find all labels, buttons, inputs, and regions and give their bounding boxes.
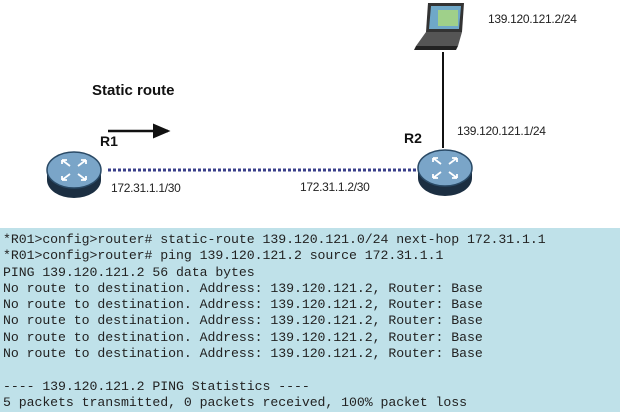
router-r1-name: R1: [100, 133, 118, 149]
terminal-line: [3, 362, 620, 378]
laptop-icon: [414, 3, 464, 50]
terminal-line: No route to destination. Address: 139.12…: [3, 313, 483, 329]
r2-ip-label: 172.31.1.2/30: [300, 180, 370, 194]
terminal-line: *R01>config>router# static-route 139.120…: [3, 232, 546, 247]
terminal-line: 5 packets transmitted, 0 packets receive…: [3, 394, 467, 410]
router-r1-icon: [46, 151, 102, 199]
static-route-label: Static route: [92, 82, 175, 99]
terminal-line: *R01>config>router# ping 139.120.121.2 s…: [3, 248, 444, 264]
r1-ip-label: 172.31.1.1/30: [111, 181, 181, 195]
r2-lan-ip-label: 139.120.121.1/24: [457, 124, 546, 138]
terminal-line: No route to destination. Address: 139.12…: [3, 329, 483, 345]
router-r2-name: R2: [404, 130, 422, 146]
host-ip-label: 139.120.121.2/24: [488, 12, 577, 26]
terminal-line: No route to destination. Address: 139.12…: [3, 280, 483, 296]
terminal-line: No route to destination. Address: 139.12…: [3, 346, 483, 362]
router-r2-icon: [417, 149, 473, 197]
network-diagram: [46, 3, 473, 199]
terminal-line: No route to destination. Address: 139.12…: [3, 297, 483, 313]
terminal-output: *R01>config>router# static-route 139.120…: [0, 228, 620, 412]
terminal-line: PING 139.120.121.2 56 data bytes: [3, 264, 255, 280]
terminal-line: ---- 139.120.121.2 PING Statistics ----: [3, 378, 310, 394]
